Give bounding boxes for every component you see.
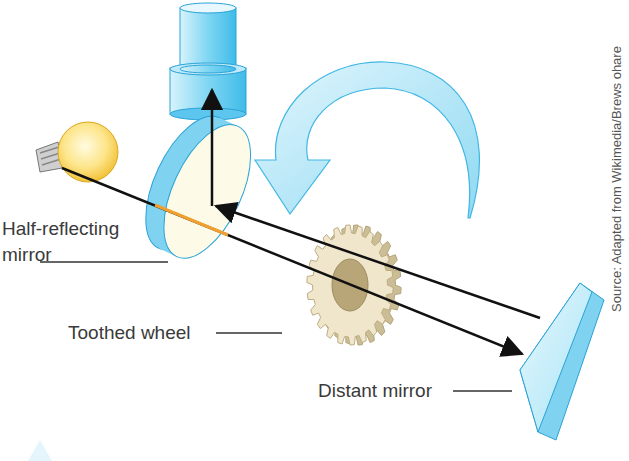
light-ray	[62, 168, 522, 354]
distant-mirror	[520, 283, 604, 440]
leader-line	[40, 261, 168, 262]
corner-mark	[28, 440, 52, 461]
detector	[170, 3, 246, 120]
source-credit: Source: Adapted from Wikimedia/Brews oha…	[610, 46, 624, 312]
return-ray	[216, 206, 540, 318]
part-label: Half-reflecting mirror	[2, 216, 152, 268]
light-ray-marked	[155, 205, 228, 235]
leader-line	[453, 390, 512, 391]
rotation-arrow	[255, 62, 479, 218]
part-label: Toothed wheel	[68, 320, 218, 346]
observed-ray	[211, 90, 214, 206]
part-label: Distant mirror	[318, 378, 458, 404]
leader-line	[216, 332, 282, 333]
half-mirror	[128, 103, 269, 271]
